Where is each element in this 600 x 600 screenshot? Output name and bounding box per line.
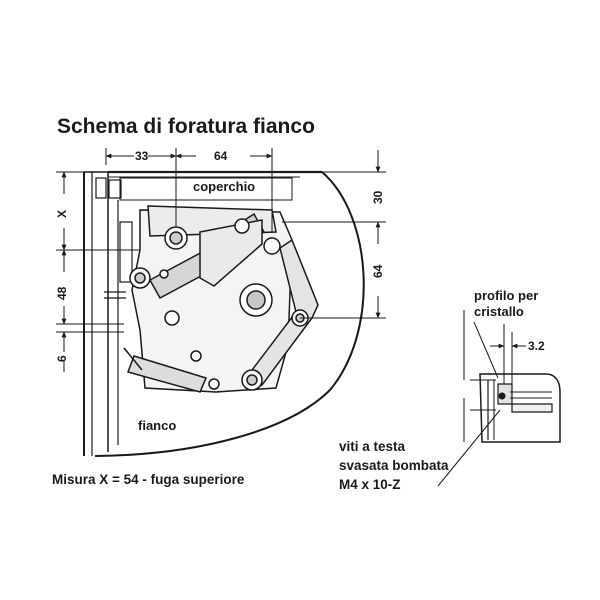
top-dimensions	[105, 148, 273, 232]
dim-64-right: 64	[371, 264, 385, 278]
label-coperchio: coperchio	[193, 179, 255, 194]
glass-profile-detail	[470, 373, 561, 443]
diagram-title: Schema di foratura fianco	[57, 115, 315, 138]
cabinet-outline	[83, 170, 365, 457]
label-misura: Misura X = 54 - fuga superiore	[52, 472, 245, 487]
label-viti-line2: svasata bombata	[339, 458, 449, 473]
hinge-mechanism	[123, 205, 319, 393]
dim-64-top: 64	[214, 149, 228, 163]
dim-33: 33	[135, 149, 149, 163]
dim-x: X	[55, 210, 69, 218]
dim-30: 30	[371, 190, 385, 204]
dim-6: 6	[55, 355, 69, 362]
right-dimensions	[282, 150, 386, 319]
dim-48: 48	[55, 286, 69, 300]
viti-leader	[437, 409, 501, 487]
label-profilo-line2: cristallo	[474, 304, 524, 319]
dim-3-2: 3.2	[528, 339, 545, 353]
label-profilo-line1: profilo per	[474, 288, 538, 303]
label-viti-line1: viti a testa	[339, 439, 406, 454]
left-dimensions	[56, 171, 140, 372]
label-fianco: fianco	[138, 418, 176, 433]
detail-dimensions	[463, 310, 526, 442]
label-viti-line3: M4 x 10-Z	[339, 477, 401, 492]
frame-profile-detail	[95, 177, 133, 299]
